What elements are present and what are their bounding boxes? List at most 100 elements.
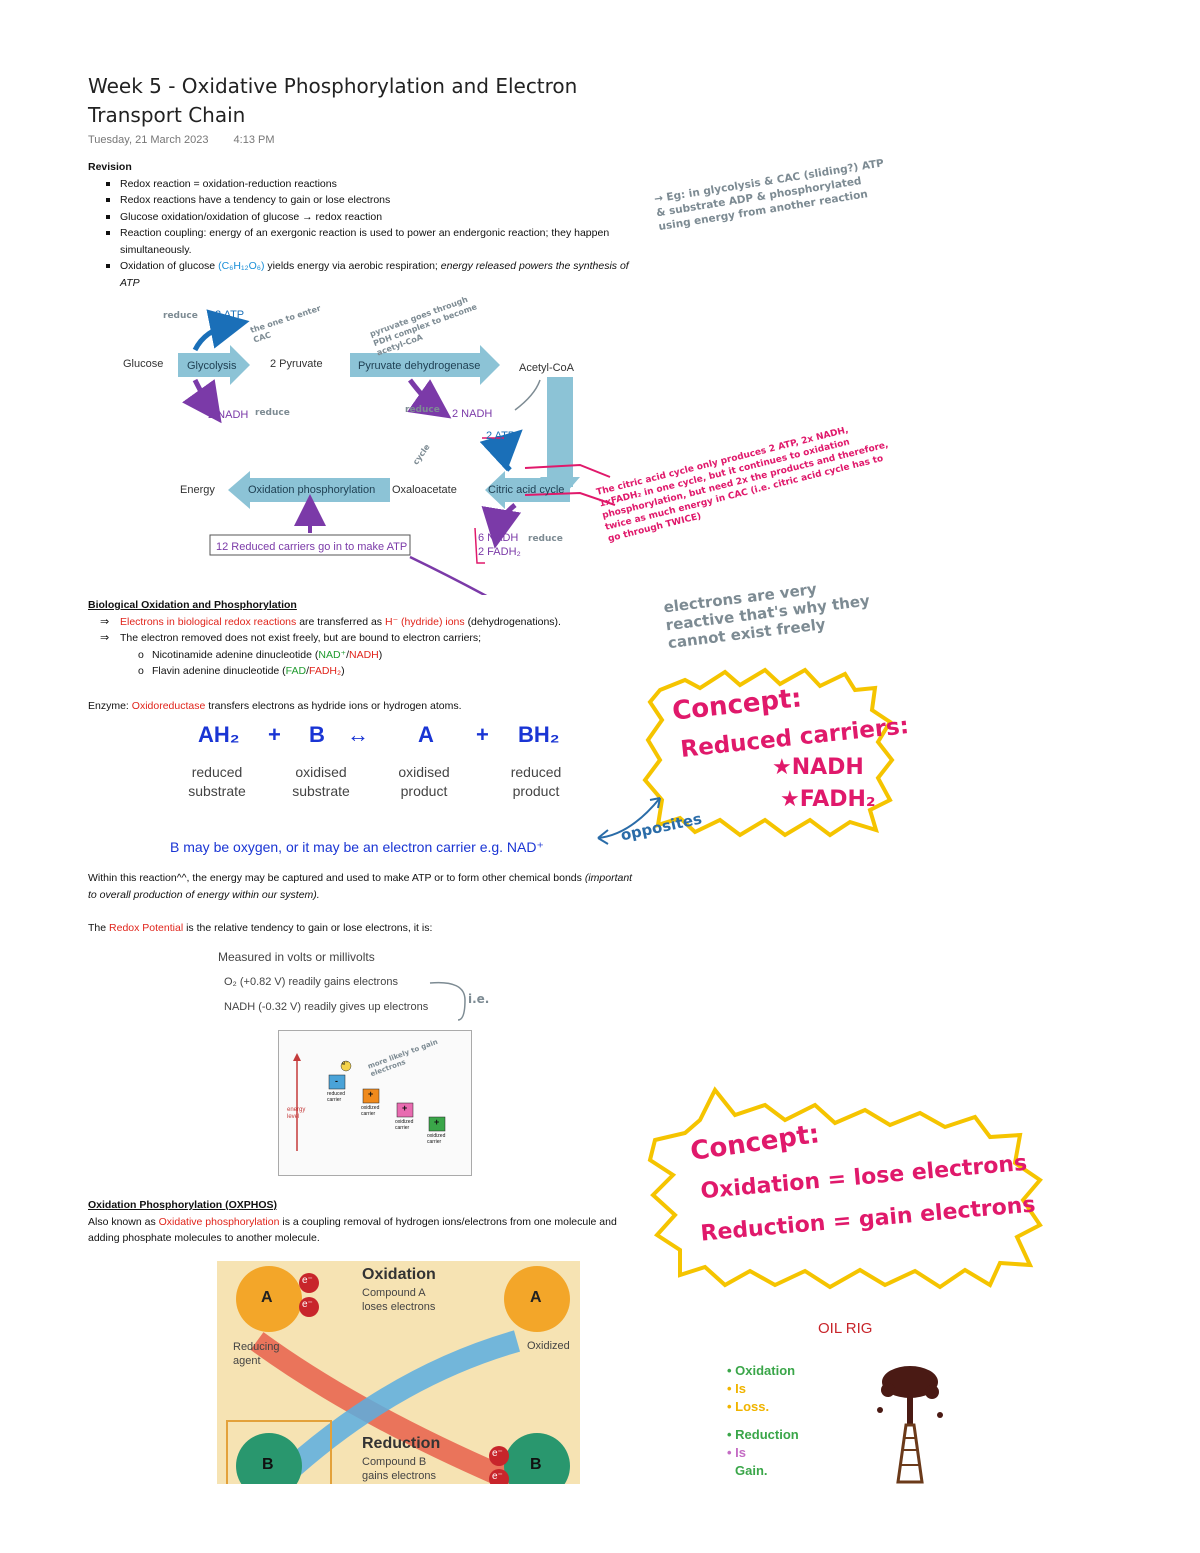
measured-o2: O₂ (+0.82 V) readily gains electrons [224,976,398,988]
oxphos-section: Oxidation Phosphorylation (OXPHOS) Also … [88,1197,643,1247]
plus-sign-1: + [368,1089,374,1099]
glycolysis-label: Glycolysis [187,360,237,372]
revision-item: Redox reactions have a tendency to gain … [106,192,648,209]
atp2-label: 2 ATP [486,430,516,442]
pyruvate-label: 2 Pyruvate [270,358,323,370]
enzyme-line: Enzyme: Oxidoreductase transfers electro… [88,700,462,712]
title-line-1: Week 5 - Oxidative Phosphorylation and E… [88,74,578,98]
fad-item: o Flavin adenine dinucleotide (FAD/FADH₂… [138,665,345,677]
date: Tuesday, 21 March 2023 [88,134,209,146]
ann-reduce-2: reduce [405,405,440,415]
eq-label-3: oxidised product [398,764,450,799]
acetyl-label: Acetyl-CoA [519,362,575,374]
reducing-label-2: agent [233,1355,261,1367]
electron-label: e⁻ [342,1061,349,1067]
ie-label: i.e. [468,992,490,1006]
oilrig-reduction: • Reduction [727,1427,799,1442]
eq-label-2: oxidised substrate [292,764,350,799]
energy-level-figure: e⁻ - + + + energy level reduced carrier … [278,1030,472,1176]
bio-item-2: The electron removed does not exist free… [100,630,648,647]
redox-potential-line: The Redox Potential is the relative tend… [88,922,433,934]
revision-item-glucose: Oxidation of glucose (C₆H₁₂O₆) yields en… [106,258,648,291]
concept1-line2: ★NADH [772,755,864,780]
eq-note: B may be oxygen, or it may be an electro… [170,839,544,855]
revision-heading: Revision [88,161,132,173]
oil-rig-icon [877,1366,943,1484]
ann-reduce-nadh: reduce [255,408,290,418]
ball-b-left: B [262,1456,274,1473]
opposites-arrows [597,797,661,845]
revision-section: Revision Redox reaction = oxidation-redu… [88,159,648,291]
revision-item: Redox reaction = oxidation-reduction rea… [106,176,648,193]
glucose-formula: (C₆H₁₂O₆) [218,260,265,272]
red-sub1: Compound B [362,1456,427,1468]
ball-a-right: A [530,1289,542,1306]
eq-b: B [309,722,325,747]
pdh-arrow-shape [350,345,500,385]
minus-sign: - [335,1076,338,1086]
title-line-2: Transport Chain [88,103,246,127]
metabolism-diagram [178,309,616,595]
electron-2: e⁻ [302,1299,313,1310]
oilrig-oxidation: • Oxidation [727,1363,796,1378]
concept-burst-2 [647,1086,1043,1290]
measured-title: Measured in volts or millivolts [218,950,375,964]
electron-4: e⁻ [492,1471,503,1482]
ann-reduce-3: reduce [528,534,563,544]
oilrig-title: OIL RIG [818,1320,873,1337]
carrier-label-2: oxidized carrier [361,1105,380,1117]
energy-level-label: energy level [287,1107,306,1120]
carrier-label-1: reduced carrier [327,1091,346,1103]
bio-sub-list: o Nicotinamide adenine dinucleotide (NAD… [88,647,648,680]
within-paragraph: Within this reaction^^, the energy may b… [88,872,633,901]
acetyl-bar [547,377,573,487]
electron-1: e⁻ [302,1275,313,1286]
nadh2-label: 2 NADH [452,408,493,420]
oxidized-label: Oxidized [527,1340,570,1352]
oxphos-text: Also known as Oxidative phosphorylation … [88,1215,617,1245]
concept1-line3: ★FADH₂ [780,787,876,812]
eq-label-4: reduced product [510,764,562,799]
page-title: Week 5 - Oxidative Phosphorylation and E… [88,72,577,130]
handwritten-note-coupling: → Eg: in glycolysis & CAC (sliding?) ATP… [653,157,885,234]
oxphos-label: Oxidation phosphorylation [248,484,376,496]
eq-bh2: BH₂ [518,722,560,747]
red-sub2: gains electrons [362,1470,436,1482]
oilrig-loss: • Loss. [727,1399,770,1414]
nadh3-label: 6 NADH [478,532,519,544]
ox-sub1: Compound A [362,1287,426,1299]
oilrig-is-1: • Is [727,1381,747,1396]
oilrig-gain: Gain. [735,1463,768,1478]
fadh-label: 2 FADH₂ [478,546,521,558]
time: 4:13 PM [233,134,275,146]
date-line: Tuesday, 21 March 2023 4:13 PM [88,134,297,146]
oxphos-heading: Oxidation Phosphorylation (OXPHOS) [88,1199,278,1211]
oxphos-arrow-shape [228,471,390,509]
eq-a: A [418,722,434,747]
oxaloacetate-label: Oxaloacetate [392,484,457,496]
ox-sub2: loses electrons [362,1301,436,1313]
bio-item-1: Electrons in biological redox reactions … [100,614,648,631]
carriers-box [209,534,411,556]
reducing-label-1: Reducing [233,1341,280,1353]
plus-sign-2: + [402,1103,408,1113]
red-title: Reduction [362,1435,441,1452]
nad-item: o Nicotinamide adenine dinucleotide (NAD… [138,648,383,661]
cac-arrow-shape [485,471,570,509]
eq-ah2: AH₂ [198,722,240,747]
glycolysis-arrow-shape [178,345,250,385]
nadh1-label: 2 NADH [208,409,249,421]
measured-nadh: NADH (-0.32 V) readily gives up electron… [224,1001,429,1013]
oilrig-list: • Oxidation • Is • Loss. • Reduction • I… [727,1362,799,1480]
atp1-label: 2 ATP [215,309,245,321]
ox-title: Oxidation [362,1266,436,1283]
energy-label: Energy [180,484,215,496]
eq-arrow: ↔ [347,722,369,747]
concept-burst-1 [640,667,895,838]
cac-label: Citric acid cycle [488,484,565,496]
pdh-label: Pyruvate dehydrogenase [358,360,481,372]
ball-b-right: B [530,1456,542,1473]
glucose-label: Glucose [123,358,164,370]
oxidation-reduction-figure: A A B B e⁻ e⁻ e⁻ e⁻ Oxidation Compound A… [217,1261,580,1484]
revision-item: Glucose oxidation/oxidation of glucose →… [106,209,648,226]
